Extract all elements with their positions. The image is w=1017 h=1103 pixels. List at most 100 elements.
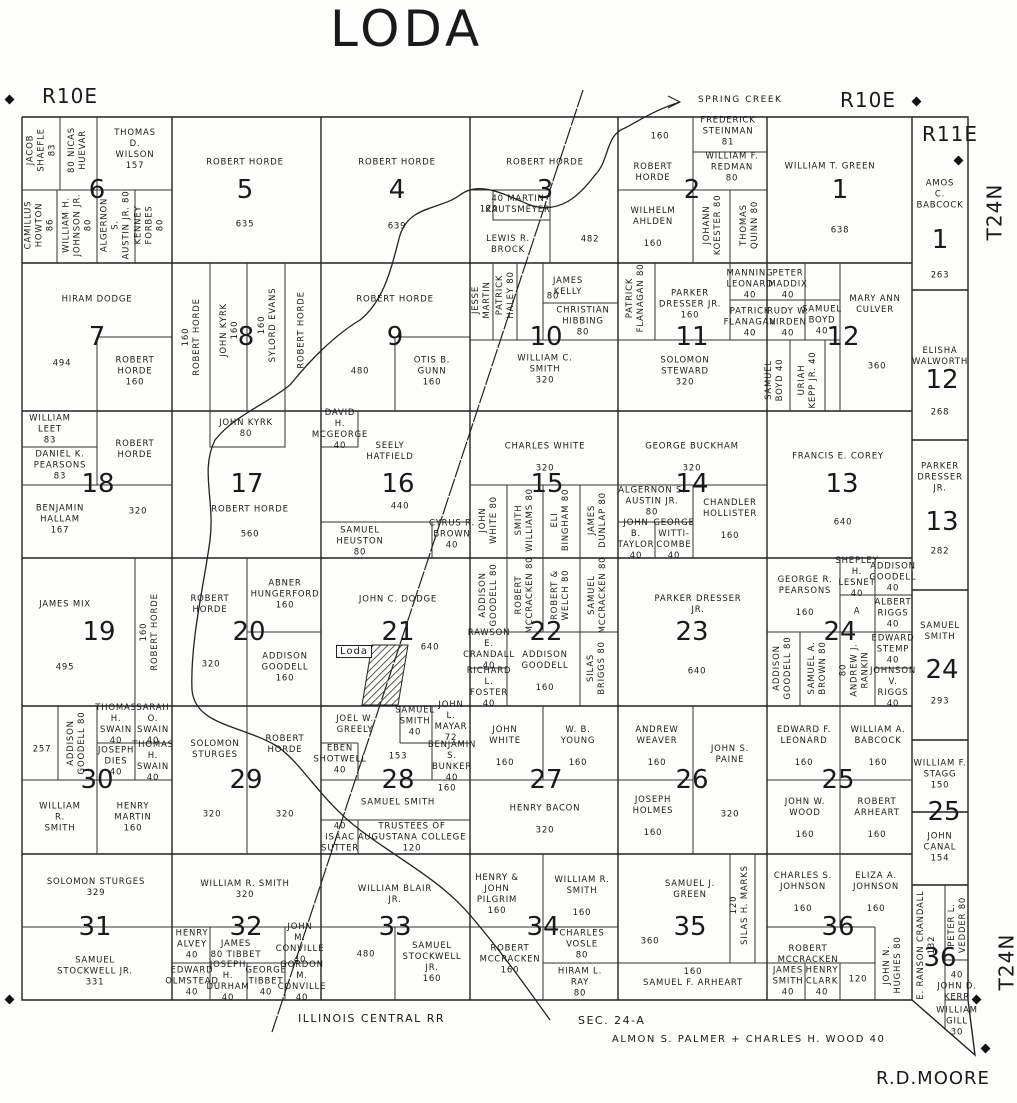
parcel-owner-label: Kenney Forbes 80: [133, 205, 166, 245]
parcel-owner-label: 160: [650, 131, 670, 142]
range-label-r11e: R11E: [922, 122, 978, 146]
parcel-owner-label: Robert Horde: [211, 504, 289, 515]
parcel-owner-label: W. B. Young 160: [560, 725, 596, 768]
parcel-owner-label: William R. Smith 160: [554, 875, 610, 918]
parcel-owner-label: 263: [930, 270, 950, 281]
section-number: 7: [88, 322, 106, 352]
parcel-owner-label: Elisha Walworth: [911, 346, 969, 367]
section-number: 12: [826, 322, 860, 352]
section-number: 35: [673, 912, 707, 942]
parcel-owner-label: Hiram Dodge: [61, 294, 133, 305]
parcel-owner-label: John L. Mayar 72: [434, 700, 468, 743]
parcel-owner-label: William R. Smith: [39, 801, 81, 834]
parcel-owner-label: John W. Wood 160: [784, 797, 826, 840]
parcel-owner-label: James Dunlap 80: [587, 492, 608, 548]
parcel-owner-label: Eliza A. Johnson 160: [853, 871, 899, 914]
parcel-owner-label: 120: [479, 204, 499, 215]
parcel-owner-label: Addison Goodell 40: [869, 561, 917, 594]
section-number: 2: [683, 175, 701, 205]
parcel-owner-label: Thomas Quinn 80: [739, 200, 760, 250]
parcel-owner-label: Otis B. Gunn 160: [413, 355, 451, 388]
parcel-owner-label: 282: [930, 546, 950, 557]
section-number: 31: [78, 912, 112, 942]
parcel-owner-label: Parker Dresser Jr.: [654, 594, 742, 615]
section-number: 28: [381, 765, 415, 795]
parcel-owner-label: Edward Olmstead 40: [165, 965, 219, 998]
parcel-owner-label: Camillus Howton 86: [23, 200, 56, 250]
parcel-owner-label: William R. Smith 320: [200, 879, 290, 900]
parcel-owner-label: Robert Horde: [633, 162, 673, 183]
parcel-owner-label: Amos C. Babcock: [916, 178, 964, 211]
parcel-owner-label: William F. Redman 80: [705, 151, 759, 184]
parcel-owner-label: Samuel J. Green: [664, 879, 716, 900]
section-number: 27: [529, 765, 563, 795]
parcel-owner-label: William Gill 30: [936, 1005, 978, 1038]
map-author: R.D.MOORE: [876, 1068, 990, 1089]
parcel-owner-label: 638: [830, 225, 850, 236]
parcel-owner-label: Albert Riggs 40: [874, 597, 912, 630]
section-number: 14: [675, 469, 709, 499]
section-number: 24: [823, 617, 857, 647]
parcel-owner-label: Joseph H. Durham 40: [206, 960, 250, 1003]
parcel-owner-label: Samuel Boyd 40: [764, 358, 785, 402]
parcel-owner-label: George R. Pearsons 160: [777, 575, 833, 618]
spring-creek-label: Spring Creek: [698, 95, 783, 105]
section-number: 26: [675, 765, 709, 795]
section-number: 10: [529, 322, 563, 352]
parcel-owner-label: 160: [437, 783, 457, 794]
parcel-owner-label: Robert Horde: [356, 294, 434, 305]
parcel-owner-label: William Leet 83: [29, 413, 71, 446]
parcel-owner-label: Jesse Martin: [471, 281, 492, 319]
section-number: 18: [81, 469, 115, 499]
parcel-owner-label: Samuel McCracken 80: [587, 556, 608, 634]
parcel-owner-label: George Buckham 320: [645, 441, 739, 474]
parcel-owner-label: Solomon Sturges 329: [46, 877, 146, 898]
parcel-owner-label: Addison Goodell 80: [772, 636, 793, 700]
parcel-owner-label: 640: [420, 642, 440, 653]
parcel-owner-label: Thomas H. Swain 40: [95, 703, 137, 746]
parcel-owner-label: Thomas H. Swain 40: [132, 740, 174, 783]
section-number: 36: [821, 912, 855, 942]
parcel-owner-label: Francis E. Corey: [792, 451, 884, 462]
section-number: 34: [526, 912, 560, 942]
parcel-owner-label: 160 Samuel F. Arheart: [642, 967, 744, 988]
section-number: 15: [530, 469, 564, 499]
parcel-owner-label: Charles Vosle 80: [559, 928, 605, 961]
parcel-owner-label: James Kelly: [552, 276, 584, 297]
parcel-owner-label: Charles S. Johnson 160: [773, 871, 833, 914]
range-label-r10e-right: R10E: [840, 88, 896, 112]
parcel-owner-label: Eben Shotwell 40: [313, 743, 367, 776]
parcel-owner-label: John White 80: [478, 496, 499, 544]
parcel-owner-label: John S. Paine: [710, 744, 750, 765]
parcel-owner-label: Edward F. Leonard 160: [776, 725, 832, 768]
parcel-owner-label: Joseph Holmes 160: [632, 795, 674, 838]
parcel-owner-label: Robert Horde: [115, 439, 155, 460]
creek-arrow-icon: [667, 95, 682, 109]
parcel-owner-label: 360: [640, 936, 660, 947]
parcel-owner-label: Gordon M. Conville 40: [277, 960, 327, 1003]
parcel-owner-label: Samuel Heuston 80: [336, 525, 384, 558]
section-number: 13: [825, 469, 859, 499]
parcel-owner-label: 440: [390, 501, 410, 512]
parcel-owner-label: Lewis R. Brock: [486, 234, 530, 255]
loda-town-label: Loda: [336, 645, 372, 658]
parcel-owner-label: 153: [388, 751, 408, 762]
parcel-owner-label: Wilhelm Ahlden 160: [630, 206, 676, 249]
parcel-owner-label: William F. Stagg 150: [913, 758, 967, 791]
parcel-owner-label: Robert Horde: [296, 291, 307, 369]
parcel-owner-label: Robert Horde: [206, 157, 284, 168]
parcel-owner-label: 40 Isaac Sutter: [321, 821, 359, 854]
parcel-owner-label: Uriah Kepp Jr. 40: [797, 351, 818, 409]
parcel-owner-label: Samuel Smith: [920, 621, 960, 642]
parcel-owner-label: John M. Conville 40: [275, 922, 325, 965]
parcel-owner-label: 80 Nicas Huevar: [67, 127, 88, 173]
section-number: 25: [927, 797, 961, 827]
parcel-owner-label: William A. Babcock 160: [850, 725, 906, 768]
parcel-owner-label: Robert Arheart 160: [854, 797, 900, 840]
parcel-owner-label: James Mix: [39, 599, 91, 610]
parcel-owner-label: Robert Horde: [265, 734, 305, 755]
parcel-owner-label: William T. Green: [784, 161, 876, 172]
parcel-owner-label: E. Ranson Crandall 132: [916, 890, 937, 1000]
parcel-owner-label: 120 Silas H. Marks: [729, 865, 750, 945]
